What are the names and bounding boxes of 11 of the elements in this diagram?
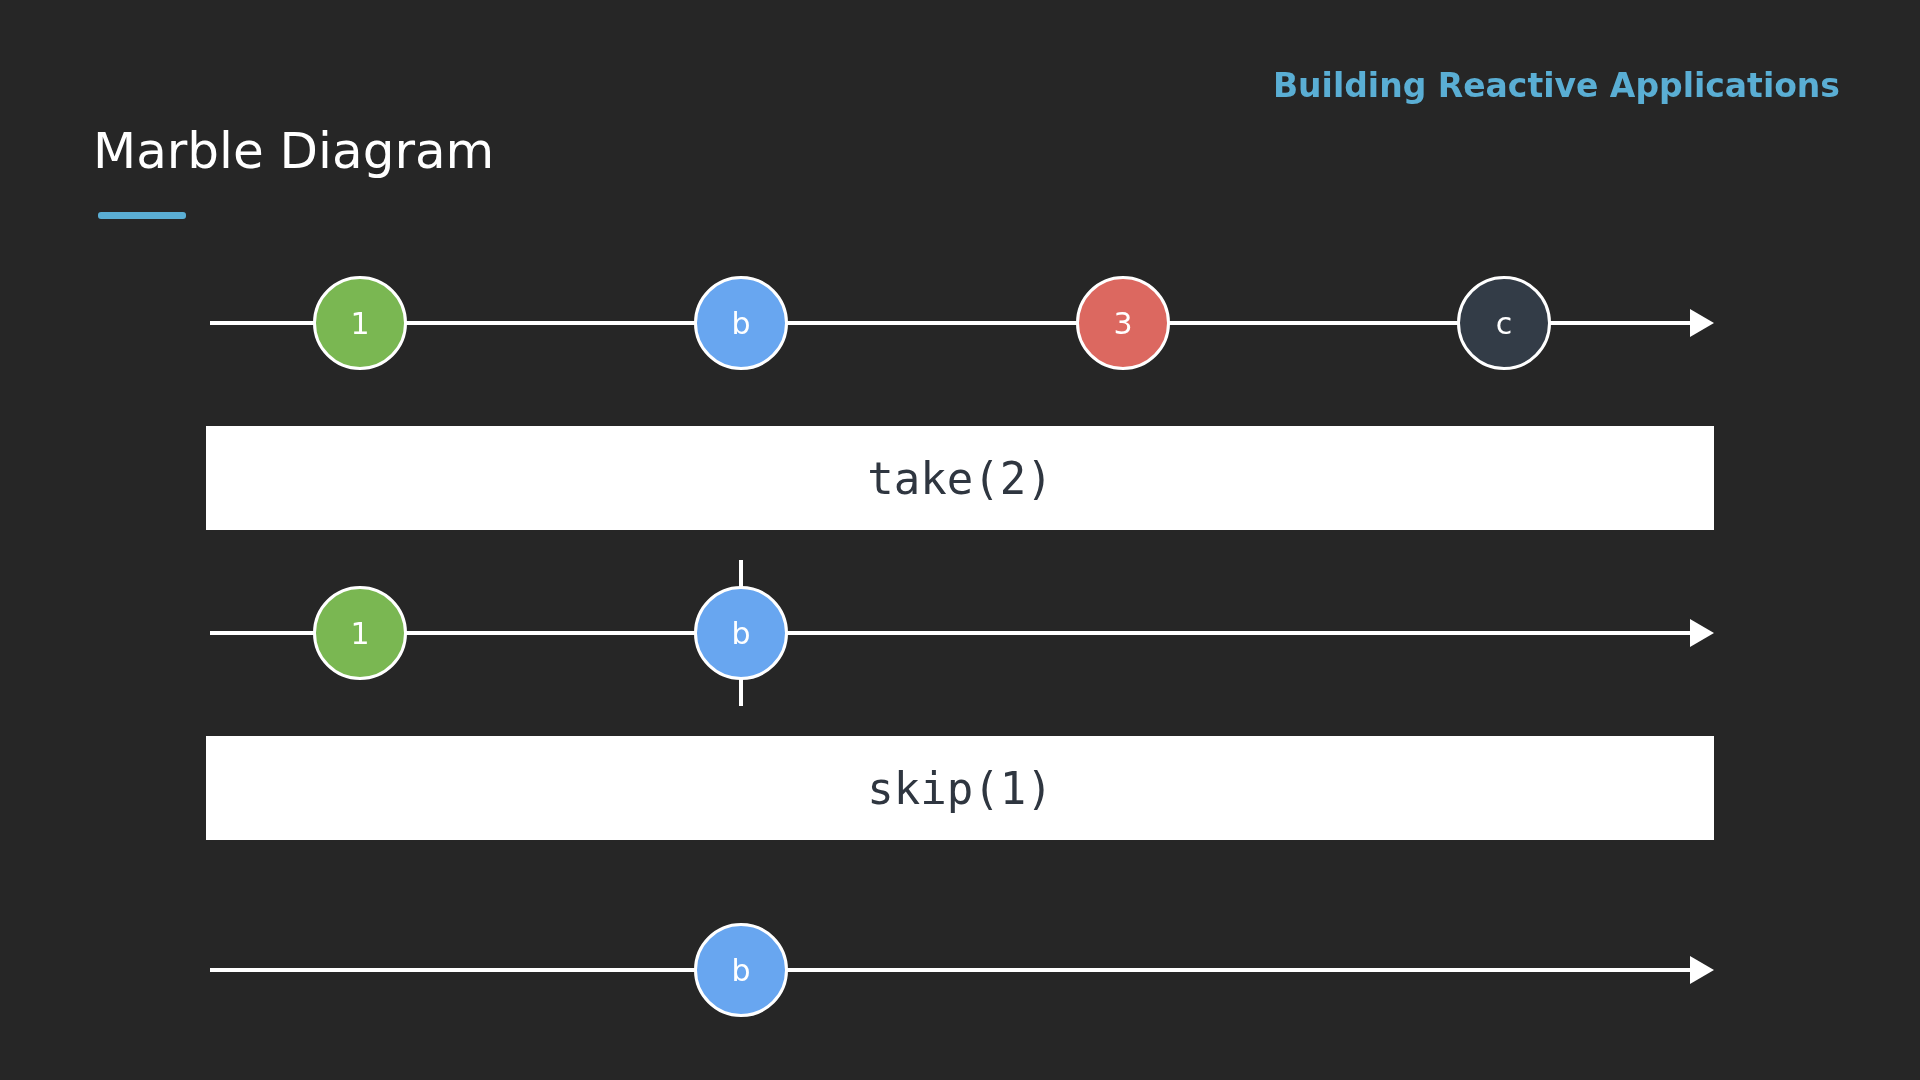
operator-box: skip(1) [206, 736, 1714, 840]
marble: b [694, 923, 788, 1017]
marble: 1 [313, 276, 407, 370]
course-title: Building Reactive Applications [1272, 66, 1840, 105]
operator-box: take(2) [206, 426, 1714, 530]
marble: b [694, 586, 788, 680]
marble: c [1457, 276, 1551, 370]
marble: 1 [313, 586, 407, 680]
marble: 3 [1076, 276, 1170, 370]
marble: b [694, 276, 788, 370]
slide-title: Marble Diagram [93, 122, 495, 180]
